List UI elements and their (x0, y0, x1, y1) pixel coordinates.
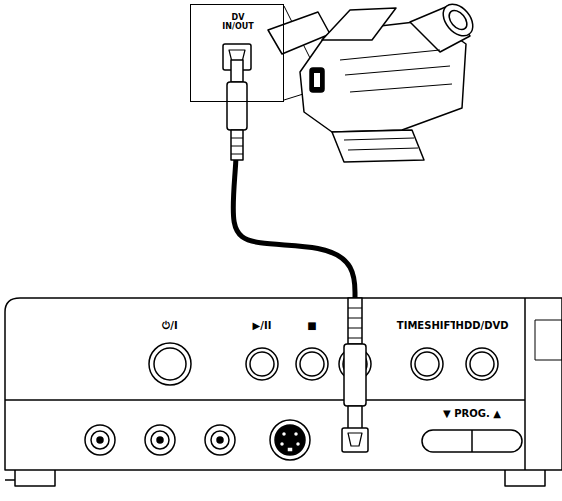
button-label: ■ (306, 320, 317, 331)
dv-plug-recorder-part (342, 428, 368, 452)
button-label: ▶/II (252, 320, 273, 331)
s-video-jack-part (287, 447, 293, 452)
av-input-jacks-part (151, 431, 169, 449)
av-input-jacks-part (145, 425, 175, 455)
front-buttons-part (415, 352, 439, 376)
camcorder-part (314, 73, 320, 87)
dv-plug-recorder (342, 298, 368, 452)
dv-plug-camcorder-side-part (231, 130, 243, 160)
av-input-jacks-part (211, 431, 229, 449)
camcorder-part (410, 6, 470, 52)
camcorder-part (437, 0, 479, 42)
av-input-jacks-part (97, 437, 103, 443)
button-label: ⏻/I (161, 320, 178, 331)
s-video-jack-part (282, 432, 287, 437)
s-video-jack-part (270, 420, 310, 460)
port-label: DV IN/OUT (219, 14, 257, 32)
prog-rocker-part (422, 430, 522, 452)
recorder-front-panel: ⏻/I ▶/II ■ TIMESHIFTHDD/DVD ▼ PROG. ▲ (0, 298, 562, 490)
recorder-body (5, 298, 562, 486)
s-video-jack (270, 420, 310, 460)
s-video-jack-part (296, 442, 301, 447)
dv-plug-camcorder-side-part (231, 138, 243, 154)
button-label: ▼ PROG. ▲ (442, 408, 502, 419)
av-input-jacks (85, 425, 235, 455)
camcorder-part (322, 8, 396, 40)
front-buttons-part (246, 348, 278, 380)
front-buttons-part (250, 352, 274, 376)
dv-plug-camcorder-side-part (227, 82, 247, 130)
dv-plug-recorder-part (344, 344, 366, 406)
dv-plug-recorder-part (348, 406, 362, 430)
recorder-body-part (5, 399, 525, 401)
av-input-jacks-part (85, 425, 115, 455)
front-buttons-part (411, 348, 443, 380)
front-buttons-part (296, 348, 328, 380)
camcorder-part (446, 7, 471, 33)
dv-plug-camcorder-side (227, 60, 247, 160)
camcorder-part (268, 12, 330, 54)
dv-plug-camcorder-side-part (231, 60, 243, 82)
inset-box: DV IN/OUT (190, 4, 284, 102)
front-buttons-part (154, 348, 186, 380)
recorder-body-part (535, 320, 562, 360)
camcorder-part (310, 68, 324, 92)
recorder-body-part (5, 298, 562, 470)
recorder-body-part (5, 479, 15, 481)
recorder-body-part (15, 470, 545, 486)
dv-plug-recorder-part (348, 298, 362, 344)
front-buttons-part (300, 352, 324, 376)
front-buttons-part (149, 343, 191, 385)
front-buttons-part (466, 348, 498, 380)
prog-rocker (422, 430, 522, 452)
camcorder-part (340, 50, 452, 92)
dv-plug-recorder-part (348, 308, 362, 338)
av-input-jacks-part (205, 425, 235, 455)
s-video-jack-part (294, 432, 299, 437)
av-input-jacks-part (217, 437, 223, 443)
camcorder (268, 0, 479, 162)
camcorder-part (344, 138, 418, 150)
button-label: TIMESHIFT (396, 320, 458, 331)
front-buttons-part (470, 352, 494, 376)
av-input-jacks-part (91, 431, 109, 449)
av-input-jacks-part (157, 437, 163, 443)
s-video-jack-part (280, 442, 285, 447)
s-video-jack-part (275, 425, 305, 455)
button-label: HDD/DVD (455, 320, 510, 331)
prog-rocker-part (471, 430, 473, 452)
front-buttons (149, 343, 498, 385)
dv-plug-recorder-part (348, 433, 362, 446)
recorder-body-part (524, 298, 526, 470)
camcorder-part (332, 130, 424, 162)
